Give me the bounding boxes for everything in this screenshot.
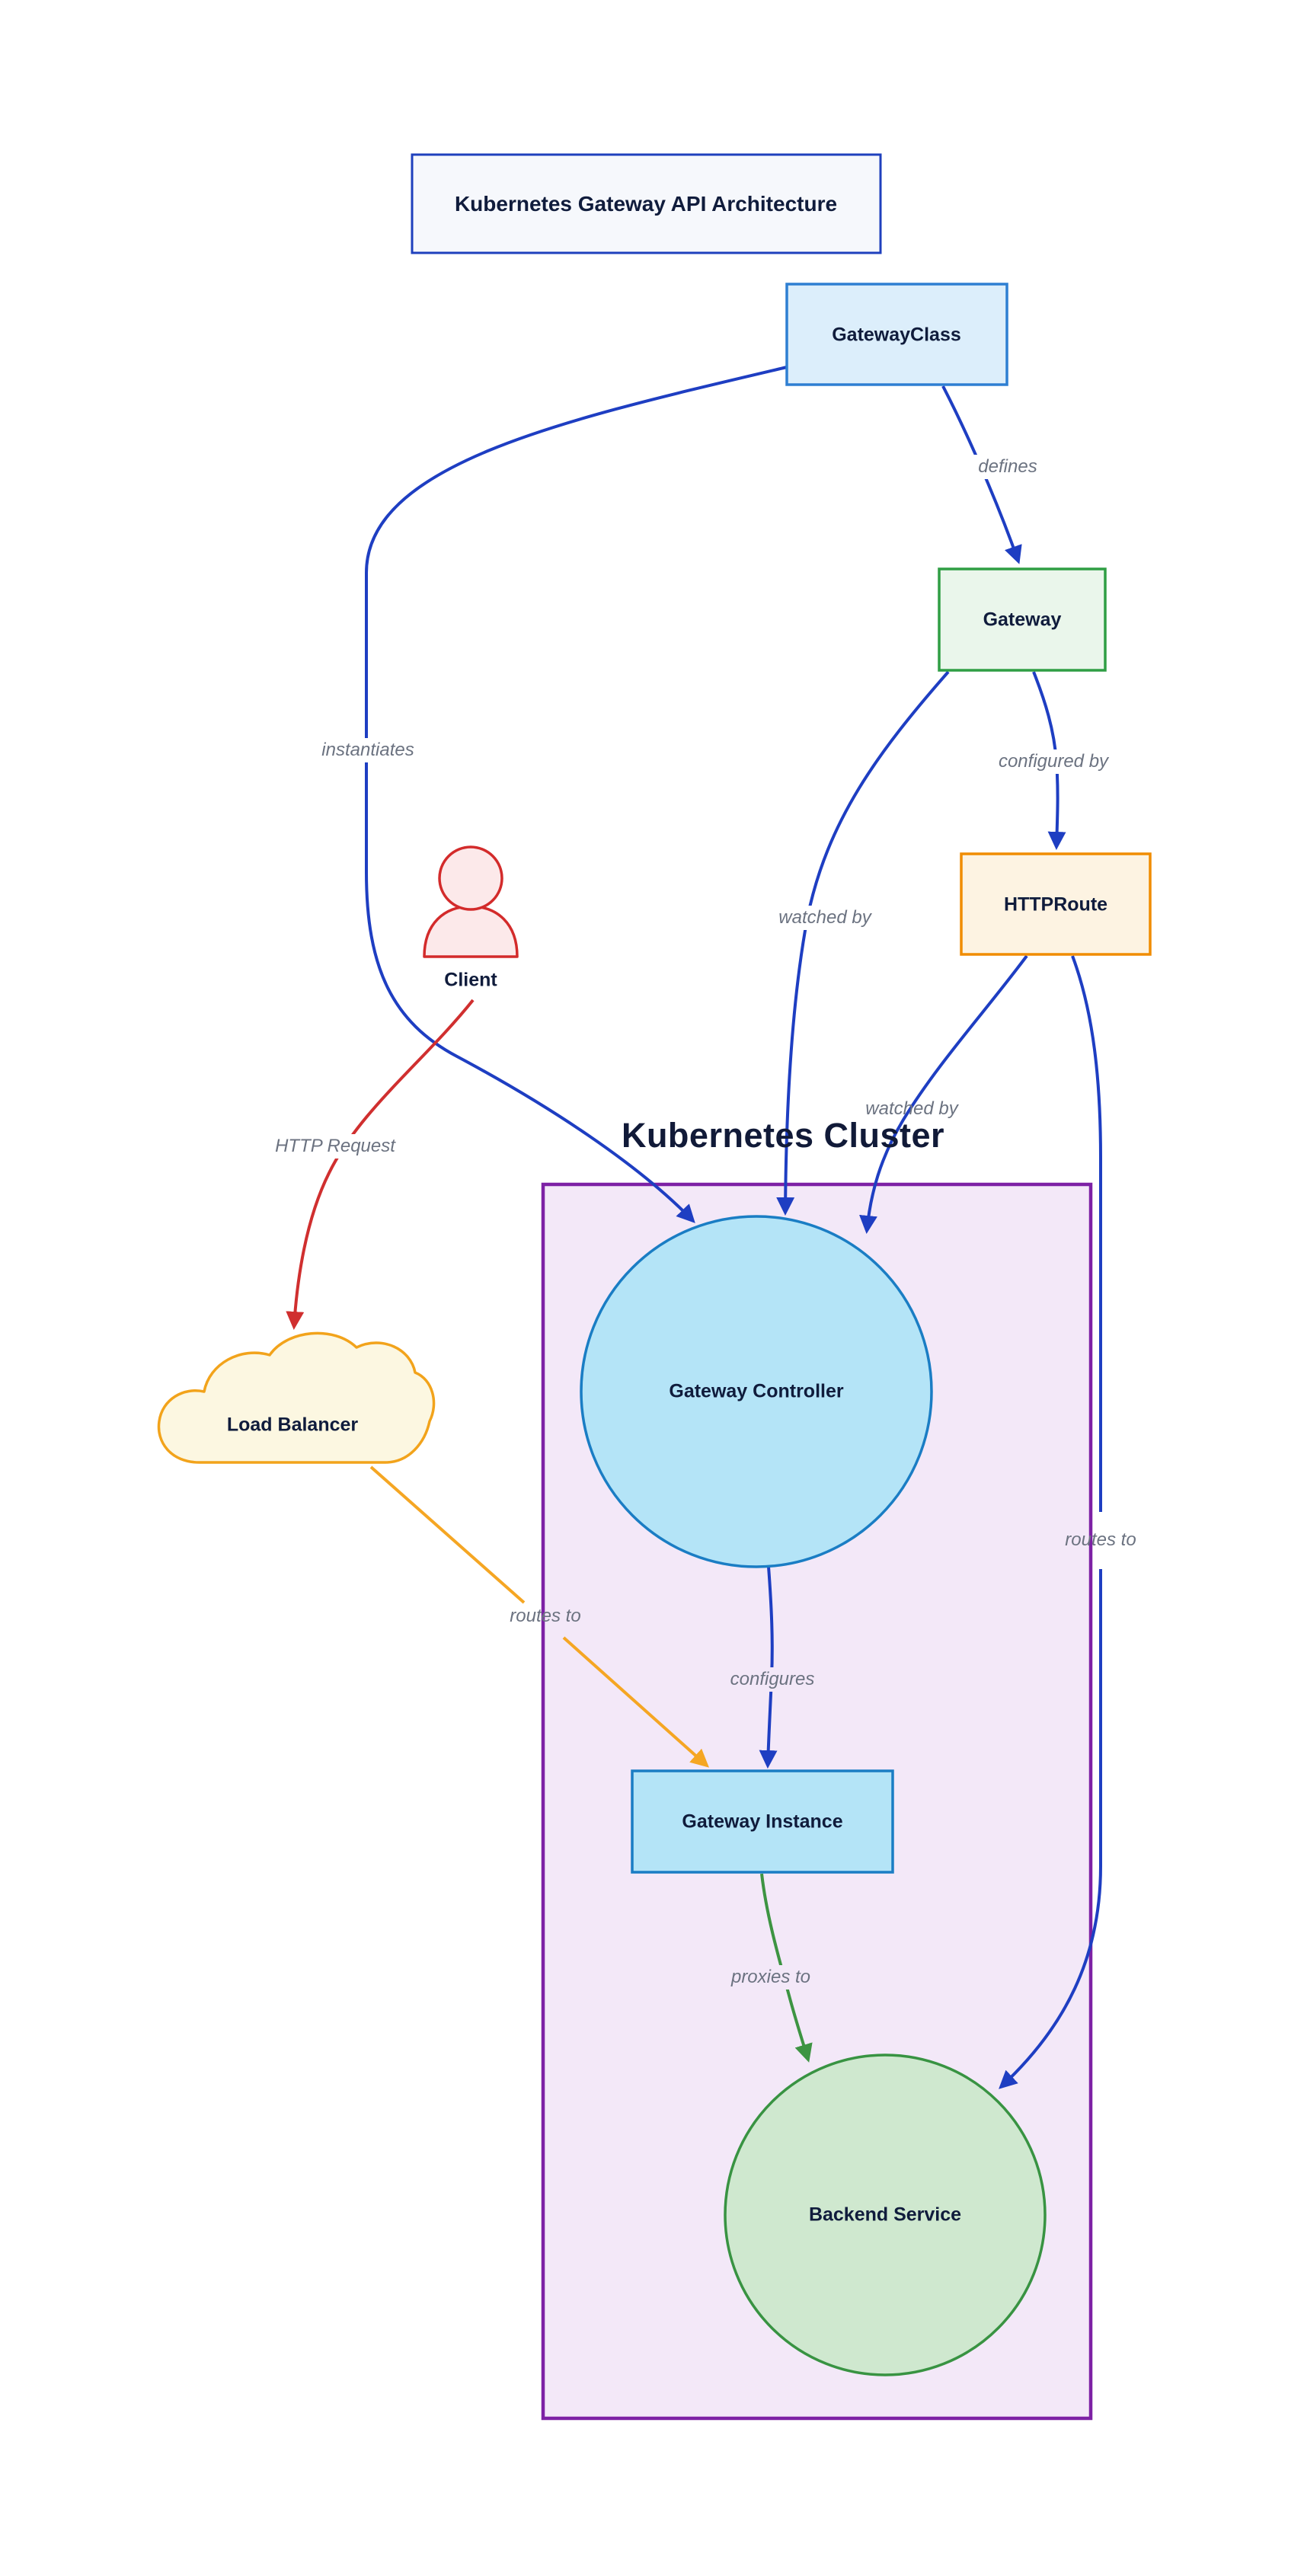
httproute-label: HTTPRoute [1003,893,1108,916]
edge-proxies-to [760,1873,813,2063]
gateway-node-box [938,567,1107,672]
gateway-label: Gateway [983,609,1062,631]
edge-label-watched-by-gateway: watched by [774,906,876,930]
edge-instantiates [365,366,788,1223]
edge-label-configured-by: configured by [993,749,1114,774]
edge-label-http-request: HTTP Request [270,1134,400,1159]
edge-label-defines: defines [973,455,1042,479]
edge-label-watched-by-httproute: watched by [865,1098,958,1119]
client-person-icon [423,845,519,958]
gateway-instance-label: Gateway Instance [682,1811,843,1833]
gatewayclass-label: GatewayClass [832,324,961,346]
httproute-node-box [960,852,1152,956]
diagram-title: Kubernetes Gateway API Architecture [454,192,838,216]
edge-label-proxies-to: proxies to [726,1965,816,1990]
edge-routes-to-lb-b [562,1636,709,1768]
backend-service-label: Backend Service [808,2204,962,2226]
edge-routes-to-httproute-b [999,1569,1102,2089]
client-label: Client [444,969,497,991]
gatewayclass-node-box [785,283,1008,386]
edge-label-routes-to-lb: routes to [510,1606,581,1626]
load-balancer-label: Load Balancer [226,1414,359,1436]
edge-http-request [286,999,475,1330]
load-balancer-cloud-shape [157,1331,436,1464]
gateway-instance-node-box [631,1769,894,1874]
edge-routes-to-httproute-a [1071,955,1102,1512]
backend-service-circle [724,2053,1047,2376]
kubernetes-cluster-label: Kubernetes Cluster [621,1116,945,1155]
gateway-controller-circle [580,1215,933,1568]
title-node-box [411,153,882,254]
edge-label-routes-to-httproute: routes to [1065,1529,1136,1550]
gateway-controller-label: Gateway Controller [669,1380,844,1402]
edge-label-instantiates: instantiates [317,738,419,762]
edge-watched-by-httproute [859,954,1028,1234]
edge-routes-to-lb-a [369,1465,526,1604]
edge-label-configures: configures [725,1667,820,1692]
